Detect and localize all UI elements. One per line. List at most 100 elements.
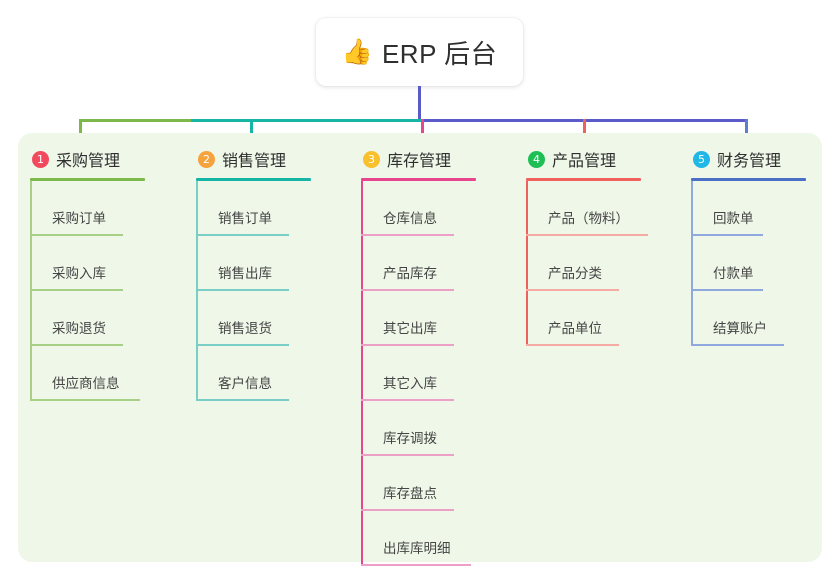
column-rule-5: [691, 178, 806, 181]
column-title-4: 产品管理: [552, 153, 617, 170]
column-items-1: 采购订单采购入库采购退货供应商信息: [30, 181, 145, 401]
list-item-label: 其它出库: [383, 321, 437, 336]
column-items-3: 仓库信息产品库存其它出库其它入库库存调拨库存盘点出库库明细: [361, 181, 476, 566]
column-3: 3 库存管理仓库信息产品库存其它出库其它入库库存调拨库存盘点出库库明细: [361, 146, 476, 566]
page-title: ERP 后台: [381, 38, 498, 69]
column-rule-1: [30, 178, 145, 181]
list-item[interactable]: 销售退货: [196, 291, 311, 346]
column-badge-1: 1: [32, 150, 49, 168]
list-item[interactable]: 采购退货: [30, 291, 145, 346]
column-title-3: 库存管理: [387, 153, 452, 170]
column-spine-3: [361, 181, 363, 566]
list-item[interactable]: 销售订单: [196, 181, 311, 236]
column-rule-3: [361, 178, 476, 181]
column-header-4[interactable]: 4 产品管理: [526, 146, 641, 172]
column-badge-3: 3: [363, 150, 380, 168]
column-items-2: 销售订单销售出库销售退货客户信息: [196, 181, 311, 401]
list-item-label: 供应商信息: [52, 376, 120, 391]
column-header-2[interactable]: 2 销售管理: [196, 146, 311, 172]
list-item-rule: [361, 399, 454, 401]
column-title-2: 销售管理: [222, 153, 287, 170]
list-item-rule: [361, 289, 454, 291]
list-item[interactable]: 供应商信息: [30, 346, 145, 401]
bus-green: [79, 119, 191, 122]
list-item-label: 采购入库: [52, 266, 106, 281]
list-item-label: 结算账户: [713, 321, 767, 336]
column-items-5: 回款单付款单结算账户: [691, 181, 806, 346]
column-header-3[interactable]: 3 库存管理: [361, 146, 476, 172]
list-item-label: 客户信息: [218, 376, 272, 391]
root-title-card[interactable]: 👍 ERP 后台: [316, 18, 523, 86]
mindmap-panel: 1 采购管理采购订单采购入库采购退货供应商信息 2 销售管理销售订单销售出库销售退货客…: [18, 133, 822, 566]
list-item[interactable]: 回款单: [691, 181, 806, 236]
connector-trunk: [418, 86, 421, 122]
column-2: 2 销售管理销售订单销售出库销售退货客户信息: [196, 146, 311, 401]
list-item[interactable]: 采购入库: [30, 236, 145, 291]
list-item-label: 销售出库: [218, 266, 272, 281]
list-item-label: 产品分类: [548, 266, 602, 281]
drop-col4: [583, 119, 586, 146]
list-item-label: 采购退货: [52, 321, 106, 336]
list-item[interactable]: 销售出库: [196, 236, 311, 291]
list-item-rule: [361, 564, 471, 566]
list-item[interactable]: 结算账户: [691, 291, 806, 346]
column-header-1[interactable]: 1 采购管理: [30, 146, 145, 172]
list-item[interactable]: 产品（物料）: [526, 181, 648, 236]
column-spine-2: [196, 181, 198, 401]
list-item-rule: [196, 289, 289, 291]
list-item-label: 产品单位: [548, 321, 602, 336]
list-item-rule: [196, 344, 289, 346]
column-title-5: 财务管理: [717, 153, 782, 170]
list-item-label: 产品库存: [383, 266, 437, 281]
column-title-1: 采购管理: [56, 153, 121, 170]
list-item[interactable]: 其它出库: [361, 291, 476, 346]
list-item[interactable]: 产品库存: [361, 236, 476, 291]
list-item[interactable]: 采购订单: [30, 181, 145, 236]
list-item-label: 产品（物料）: [548, 211, 629, 226]
list-item-label: 库存盘点: [383, 486, 437, 501]
list-item-rule: [691, 234, 763, 236]
column-1: 1 采购管理采购订单采购入库采购退货供应商信息: [30, 146, 145, 401]
column-badge-5: 5: [693, 150, 710, 168]
list-item-rule: [196, 234, 289, 236]
list-item[interactable]: 其它入库: [361, 346, 476, 401]
list-item-label: 其它入库: [383, 376, 437, 391]
list-item[interactable]: 仓库信息: [361, 181, 476, 236]
list-item-label: 仓库信息: [383, 211, 437, 226]
column-header-5[interactable]: 5 财务管理: [691, 146, 806, 172]
column-rule-4: [526, 178, 641, 181]
list-item-label: 销售订单: [218, 211, 272, 226]
list-item[interactable]: 付款单: [691, 236, 806, 291]
list-item[interactable]: 出库库明细: [361, 511, 476, 566]
list-item-label: 库存调拨: [383, 431, 437, 446]
list-item-rule: [30, 289, 123, 291]
drop-col5: [745, 119, 748, 146]
list-item-rule: [691, 344, 784, 346]
list-item[interactable]: 库存调拨: [361, 401, 476, 456]
list-item-label: 销售退货: [218, 321, 272, 336]
list-item-rule: [30, 399, 140, 401]
column-badge-4: 4: [528, 150, 545, 168]
list-item-rule: [196, 399, 289, 401]
list-item-label: 出库库明细: [383, 541, 451, 556]
column-items-4: 产品（物料） 产品分类产品单位: [526, 181, 648, 346]
drop-col1: [79, 119, 82, 146]
list-item[interactable]: 库存盘点: [361, 456, 476, 511]
list-item-label: 回款单: [713, 211, 754, 226]
list-item-label: 付款单: [713, 266, 754, 281]
list-item-rule: [361, 509, 454, 511]
list-item-rule: [361, 234, 454, 236]
list-item-rule: [526, 344, 619, 346]
list-item-rule: [526, 289, 619, 291]
list-item[interactable]: 产品分类: [526, 236, 641, 291]
list-item[interactable]: 产品单位: [526, 291, 641, 346]
drop-col2: [250, 119, 253, 146]
column-spine-5: [691, 181, 693, 346]
list-item-rule: [691, 289, 763, 291]
list-item-label: 采购订单: [52, 211, 106, 226]
column-badge-2: 2: [198, 150, 215, 168]
column-rule-2: [196, 178, 311, 181]
list-item-rule: [30, 344, 123, 346]
column-5: 5 财务管理回款单付款单结算账户: [691, 146, 806, 346]
list-item[interactable]: 客户信息: [196, 346, 311, 401]
